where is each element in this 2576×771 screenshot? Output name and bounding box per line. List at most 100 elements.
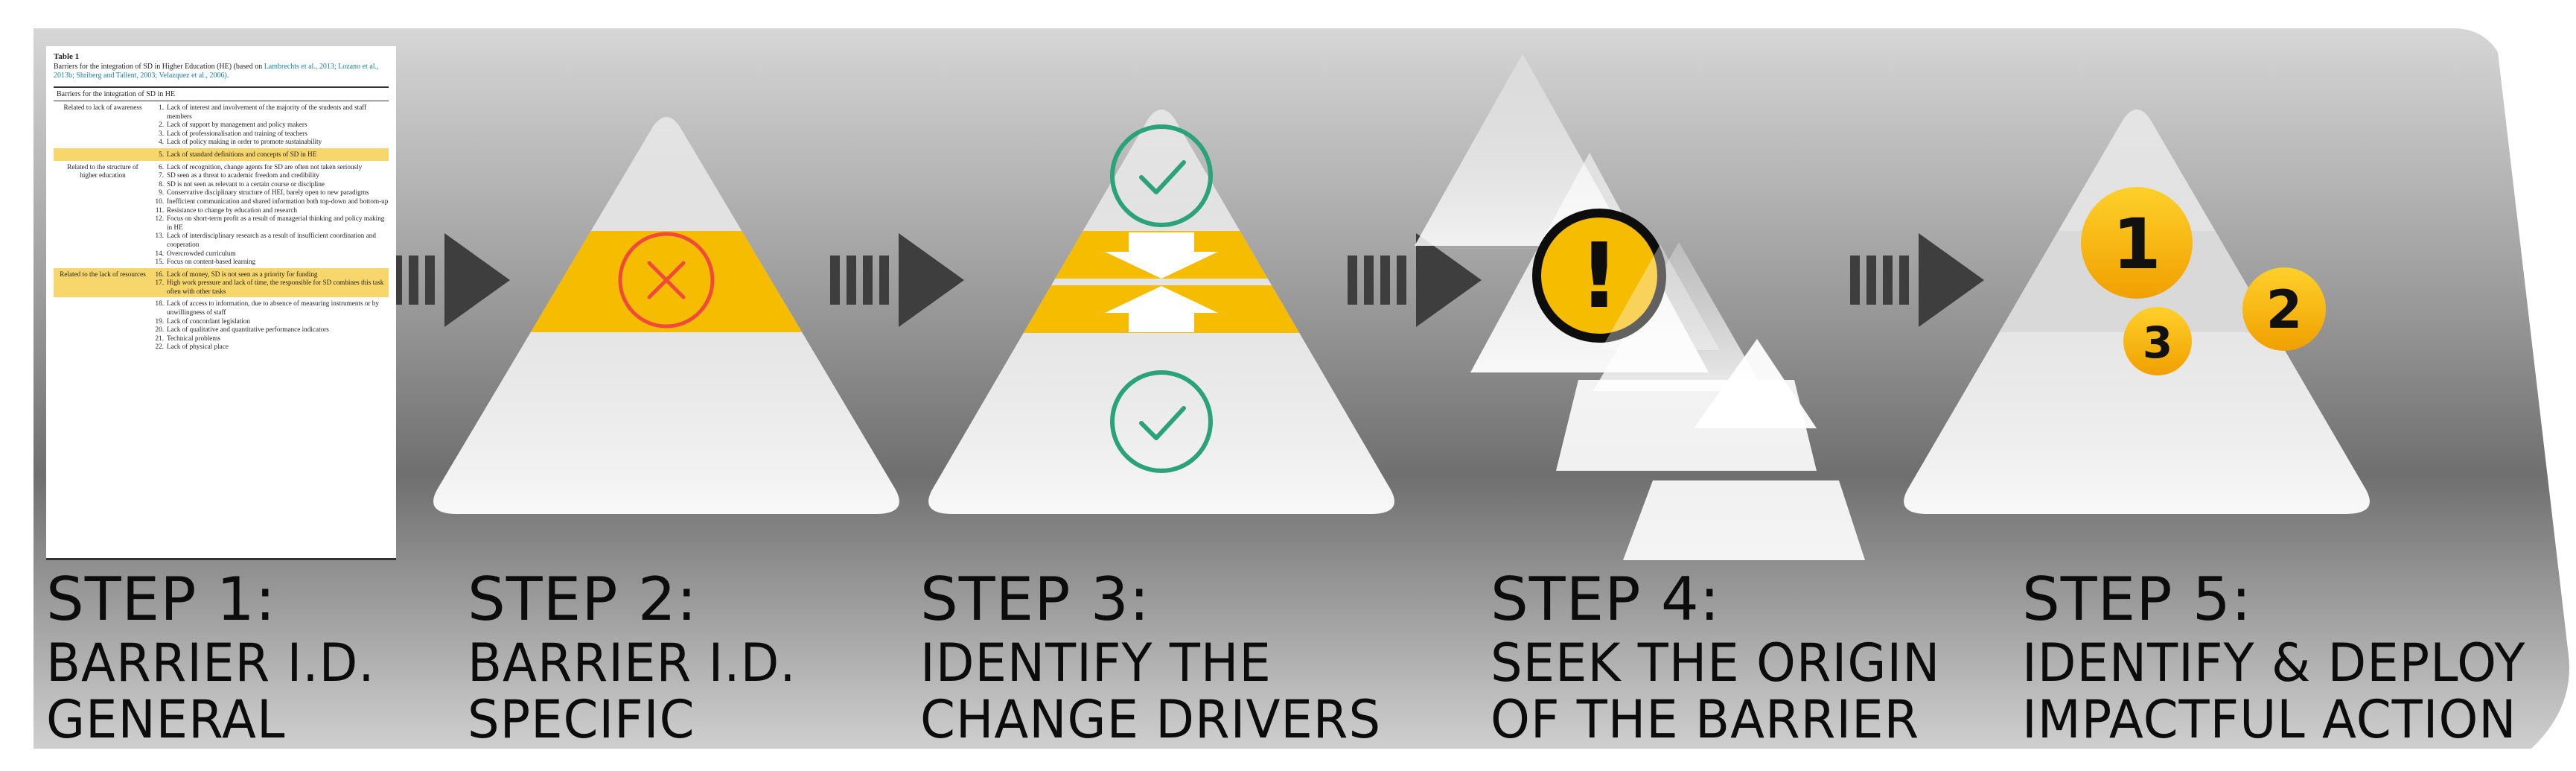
- arrow-head: [1416, 233, 1482, 327]
- table-item: 13.Lack of interdisciplinary research as…: [152, 232, 389, 249]
- priority-badge-3: [2123, 307, 2192, 375]
- step4-label: STEP 4: SEEK THE ORIGIN OF THE BARRIER: [1491, 570, 1960, 750]
- item-text: Lack of standard definitions and concept…: [167, 150, 317, 158]
- step5-label: STEP 5: IDENTIFY & DEPLOY IMPACTFUL ACTI…: [2022, 570, 2547, 750]
- item-number: 6.: [159, 162, 164, 171]
- step3-line1: IDENTIFY THE: [920, 632, 1272, 694]
- item-text: Lack of concordant legislation: [167, 317, 250, 325]
- striped-arrow-icon: [1850, 233, 1984, 327]
- barriers-table: Table 1 Barriers for the integration of …: [46, 46, 396, 560]
- check-icon: [1139, 406, 1186, 440]
- item-text: Conservative disciplinary structure of H…: [167, 188, 369, 197]
- item-text: Lack of support by management and policy…: [167, 121, 307, 129]
- arrow-stripe: [1883, 256, 1893, 305]
- table-item: 17.High work pressure and lack of time, …: [152, 279, 389, 296]
- step5-line1: IDENTIFY & DEPLOY: [2022, 632, 2526, 694]
- arrow-head: [899, 233, 964, 327]
- table-item: 2.Lack of support by management and poli…: [152, 121, 389, 130]
- table-item: 10.Inefficient communication and shared …: [152, 197, 389, 206]
- arrow-stripe: [1899, 256, 1909, 305]
- table-item: 4.Lack of policy making in order to prom…: [152, 138, 389, 147]
- arrow-head: [444, 233, 510, 327]
- table-item: 3.Lack of professionalisation and traini…: [152, 130, 389, 139]
- item-text: Lack of interdisciplinary research as a …: [167, 232, 376, 248]
- item-text: Lack of qualitative and quantitative per…: [167, 326, 329, 334]
- item-text: Lack of policy making in order to promot…: [167, 138, 322, 146]
- step4-fragment-bottom: [1623, 480, 1865, 560]
- table-item: 11.Resistance to change by education and…: [152, 206, 389, 215]
- priority-number-1: 1: [2112, 204, 2161, 285]
- table-items: 6.Lack of recognition, change agents for…: [152, 163, 389, 267]
- table-row: Related to the structure of higher educa…: [54, 161, 389, 268]
- table-row: 5.Lack of standard definitions and conce…: [54, 147, 389, 161]
- item-number: 18.: [155, 299, 164, 308]
- step2-heading: STEP 2:: [468, 565, 698, 634]
- table-item: 18.Lack of access to information, due to…: [152, 299, 389, 317]
- table-item: 6.Lack of recognition, change agents for…: [152, 163, 389, 172]
- table-item: 7.SD seen as a threat to academic freedo…: [152, 171, 389, 180]
- check-circle-icon: [1110, 370, 1213, 473]
- table-items: 1.Lack of interest and involvement of th…: [152, 104, 389, 147]
- item-number: 13.: [155, 232, 164, 240]
- check-circle-icon: [1110, 124, 1213, 227]
- item-number: 5.: [159, 150, 164, 158]
- item-number: 7.: [159, 171, 164, 180]
- item-number: 17.: [155, 279, 164, 287]
- item-text: Lack of recognition, change agents for S…: [167, 162, 363, 171]
- item-number: 3.: [159, 129, 164, 137]
- table-category: [54, 150, 152, 159]
- arrow-stripe: [879, 256, 889, 305]
- table-item: 14.Overcrowded curriculum: [152, 250, 389, 258]
- item-number: 11.: [155, 206, 164, 214]
- item-number: 19.: [155, 317, 164, 325]
- table-row: 18.Lack of access to information, due to…: [54, 297, 389, 353]
- item-number: 10.: [155, 197, 164, 205]
- converging-arrow-up-icon: [1105, 286, 1218, 332]
- warning-badge-fill: [1541, 218, 1657, 334]
- step4-line1: SEEK THE ORIGIN: [1491, 632, 1941, 694]
- arrow-stripe: [847, 256, 856, 305]
- item-text: Lack of interest and involvement of the …: [167, 104, 367, 120]
- step1-line1: BARRIER I.D.: [46, 632, 375, 694]
- item-number: 22.: [155, 343, 164, 351]
- item-text: SD is not seen as relevant to a certain …: [167, 180, 325, 188]
- arrow-head: [1919, 233, 1984, 327]
- converging-arrow-down-icon: [1105, 232, 1218, 279]
- table-subtitle: Barriers for the integration of SD in Hi…: [54, 63, 389, 80]
- priority-badge-2: [2242, 267, 2326, 351]
- item-number: 21.: [155, 334, 164, 342]
- table-items: 18.Lack of access to information, due to…: [152, 299, 389, 352]
- table-header: Barriers for the integration of SD in HE: [54, 86, 389, 101]
- table-category: Related to the lack of resources: [60, 270, 146, 278]
- arrow-stripe: [1348, 256, 1357, 305]
- item-number: 20.: [155, 326, 164, 334]
- arrow-stripe: [425, 256, 435, 305]
- step5-heading: STEP 5:: [2022, 565, 2252, 634]
- step2-line2: SPECIFIC: [468, 689, 695, 750]
- item-text: Inefficient communication and shared inf…: [167, 197, 389, 205]
- table-item: 12.Focus on short-term profit as a resul…: [152, 215, 389, 232]
- step3-label: STEP 3: IDENTIFY THE CHANGE DRIVERS: [920, 570, 1400, 750]
- table-category: [54, 299, 152, 352]
- table-subtitle-ref[interactable]: Lambrechts: [264, 63, 299, 71]
- arrow-stripe: [409, 256, 418, 305]
- step3-heading: STEP 3:: [920, 565, 1150, 634]
- exclamation-icon: !: [1579, 225, 1620, 329]
- step1-label: STEP 1: BARRIER I.D. GENERAL: [46, 570, 389, 750]
- item-text: Overcrowded curriculum: [167, 249, 236, 257]
- item-number: 8.: [159, 180, 164, 188]
- table-items: 5.Lack of standard definitions and conce…: [152, 150, 389, 159]
- cross-icon: [647, 261, 686, 299]
- item-number: 9.: [159, 188, 164, 197]
- step4-line2: OF THE BARRIER: [1491, 689, 1920, 750]
- table-subtitle-refs[interactable]: et al., 2013; Lozano et al., 2013b; Shri…: [54, 63, 379, 80]
- table-item: 21.Technical problems: [152, 334, 389, 343]
- table-item: 20.Lack of qualitative and quantitative …: [152, 326, 389, 334]
- table-item: 1.Lack of interest and involvement of th…: [152, 104, 389, 121]
- arrow-stripe: [1364, 256, 1374, 305]
- cross-circle-icon: [618, 232, 715, 329]
